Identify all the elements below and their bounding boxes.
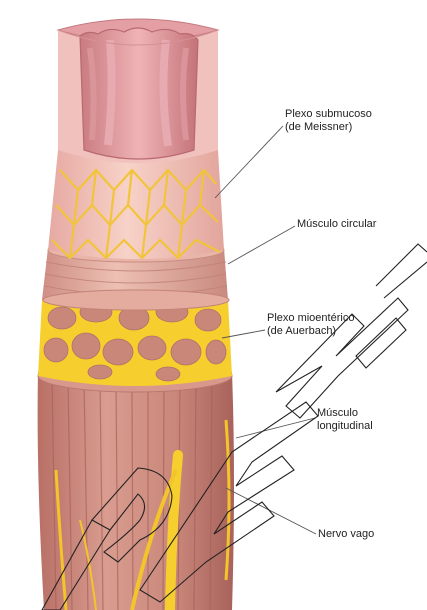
longitudinal-muscle-label: Músculo longitudinal bbox=[317, 407, 373, 433]
myenteric-plexus-band bbox=[38, 300, 232, 386]
longitudinal-muscle-layer bbox=[38, 372, 234, 610]
submucosal-plexus-label: Plexo submucoso (de Meissner) bbox=[285, 108, 372, 134]
mucosa-ring bbox=[58, 19, 218, 163]
vagus-nerve-label: Nervo vago bbox=[318, 528, 374, 541]
myenteric-plexus-label: Plexo mioentérico (de Auerbach) bbox=[267, 312, 354, 338]
circular-muscle-label: Músculo circular bbox=[297, 218, 376, 231]
submucosa-layer bbox=[48, 150, 224, 259]
